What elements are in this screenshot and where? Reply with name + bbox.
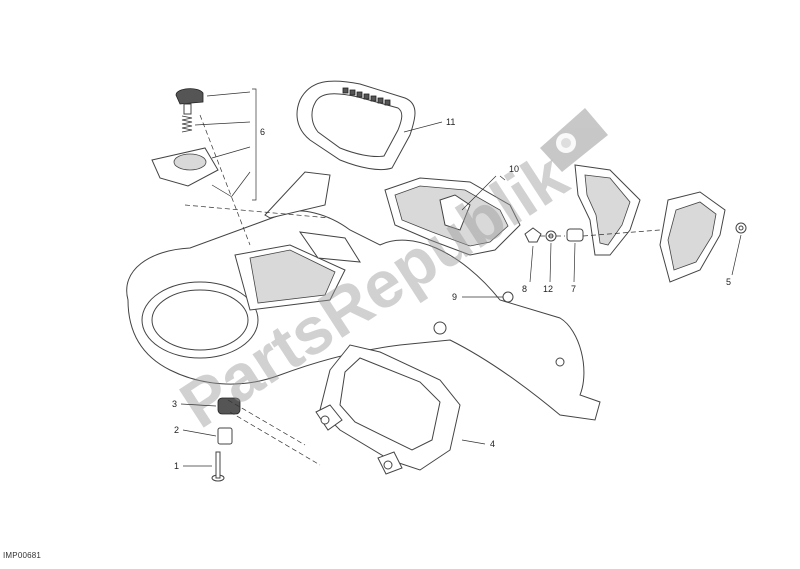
callout-4: 4 — [490, 439, 495, 449]
screw-1 — [211, 451, 225, 482]
callout-10: 10 — [509, 164, 519, 174]
callout-2: 2 — [174, 425, 179, 435]
nut-5 — [735, 222, 747, 234]
callout-9: 9 — [452, 292, 457, 302]
callout-1: 1 — [174, 461, 179, 471]
bushing-7 — [566, 228, 584, 242]
callout-labels: 1 2 3 4 5 6 7 8 9 10 11 12 — [172, 117, 731, 471]
callout-6: 6 — [260, 127, 265, 137]
bezel-indicator-leds — [342, 87, 391, 106]
instrument-housing — [315, 344, 461, 475]
grommet — [217, 397, 241, 415]
callout-3: 3 — [172, 399, 177, 409]
screw-9 — [502, 291, 514, 303]
bracket-right — [574, 164, 641, 256]
drawing-code: IMP00681 — [3, 551, 42, 560]
washer-12 — [545, 230, 557, 242]
bracket-far — [659, 191, 726, 283]
instrument-cowl-frame — [126, 171, 601, 421]
instrument-bezel — [296, 80, 416, 171]
instrument-support — [384, 177, 521, 256]
callout-8: 8 — [522, 284, 527, 294]
callout-11: 11 — [446, 117, 455, 127]
watermark-gear-icon — [540, 108, 608, 172]
nut-8 — [524, 227, 542, 243]
lock-assembly — [151, 88, 233, 198]
spacer — [217, 427, 233, 445]
callout-7: 7 — [571, 284, 576, 294]
callout-5: 5 — [726, 277, 731, 287]
callout-12: 12 — [543, 284, 553, 294]
leader-lines — [180, 88, 742, 467]
